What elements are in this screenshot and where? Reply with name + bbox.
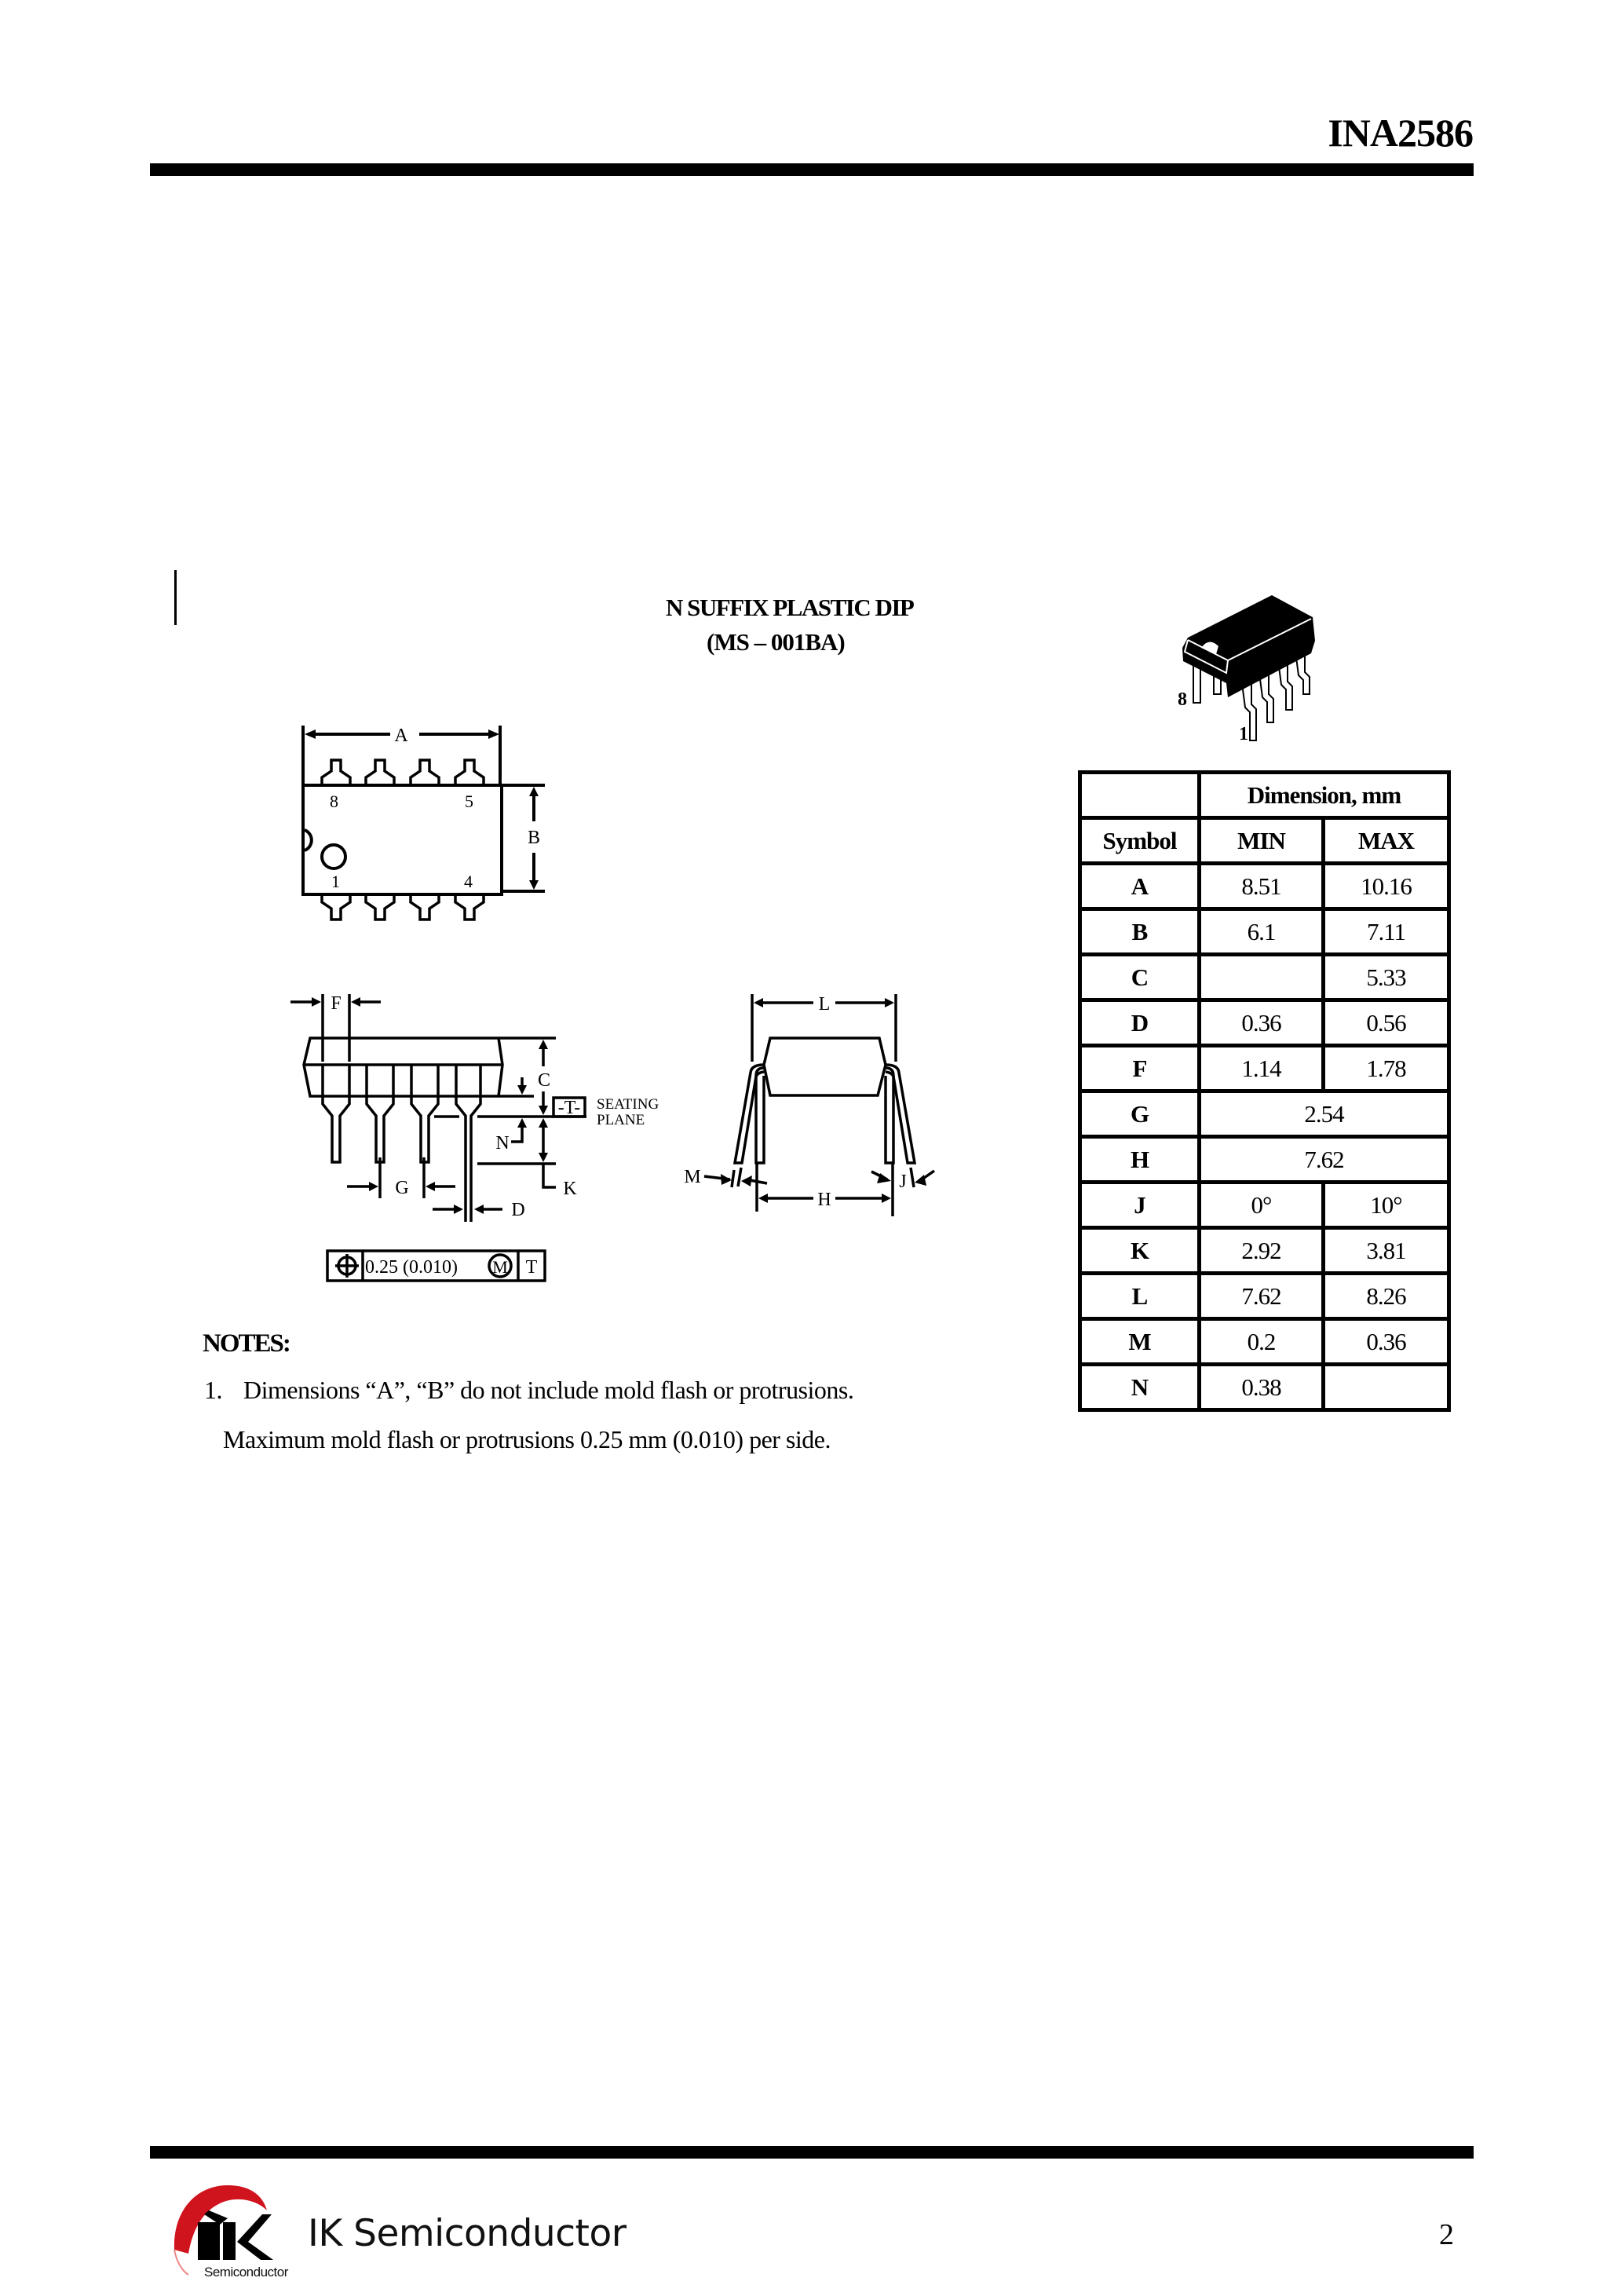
max-cell: 7.11 [1321,907,1451,956]
table-row: M 0.2 0.36 [1078,1317,1451,1366]
dim-h-label: H [817,1190,831,1210]
note-1: 1. Dimensions “A”, “B” do not include mol… [204,1376,854,1405]
package-subtitle: (MS – 001BA) [707,628,846,656]
min-cell: 0.2 [1197,1317,1325,1366]
note-1-line-2: Maximum mold flash or protrusions 0.25 m… [223,1425,831,1453]
min-cell [1197,952,1325,1002]
symbol-cell: C [1078,952,1201,1002]
ik-logo-icon [174,2185,273,2276]
document-title: INA2586 [1328,111,1474,155]
dim-m-label: M [684,1167,700,1187]
symbol-cell: N [1078,1362,1201,1412]
max-cell: 10° [1321,1180,1451,1230]
symbol-cell: L [1078,1271,1201,1321]
seating-label: SEATING [597,1096,659,1113]
max-cell [1321,1362,1451,1412]
span-cell: 7.62 [1197,1135,1451,1184]
pin-4-label: 4 [464,872,473,891]
table-corner-cell [1078,770,1201,820]
package-title: N SUFFIX PLASTIC DIP [666,594,915,621]
change-bar [174,570,177,625]
photo-pin1-label: 1 [1239,724,1248,744]
min-cell: 0° [1197,1180,1325,1230]
side-view-drawing: F C N G K D -T- SEATING PLANE 0.25 (0.01… [290,993,659,1282]
max-cell: 10.16 [1321,861,1451,911]
symbol-cell: J [1078,1180,1201,1230]
dip-package-illustration: 8 1 [1178,595,1315,744]
symbol-cell: M [1078,1317,1201,1366]
dim-j-label: J [899,1172,906,1192]
notes-heading: NOTES: [203,1329,291,1358]
table-row: H 7.62 [1078,1135,1451,1184]
table-row: B 6.1 7.11 [1078,907,1451,956]
photo-pin8-label: 8 [1178,689,1187,710]
min-cell: 0.38 [1197,1362,1325,1412]
dim-b-label: B [528,828,540,848]
dim-k-label: K [563,1179,577,1199]
table-row: D 0.36 0.56 [1078,998,1451,1047]
note-number: 1. [204,1376,223,1404]
dim-a-label: A [394,726,408,746]
note-1-line-1: Dimensions “A”, “B” do not include mold … [243,1376,854,1404]
table-row: K 2.92 3.81 [1078,1226,1451,1275]
header-symbol: Symbol [1078,816,1201,865]
header-min: MIN [1197,816,1325,865]
tolerance-modifier: M [492,1257,508,1277]
symbol-cell: G [1078,1089,1201,1139]
min-cell: 1.14 [1197,1044,1325,1093]
table-row: L 7.62 8.26 [1078,1271,1451,1321]
pin-5-label: 5 [465,792,473,811]
dim-l-label: L [819,994,831,1015]
top-view-drawing: A B 8 5 1 4 [301,726,545,921]
max-cell: 0.56 [1321,998,1451,1047]
logo-subtext: Semiconductor [204,2265,288,2280]
symbol-cell: B [1078,907,1201,956]
dim-n-label: N [495,1133,509,1153]
min-cell: 7.62 [1197,1271,1325,1321]
min-cell: 8.51 [1197,861,1325,911]
max-cell: 8.26 [1321,1271,1451,1321]
tolerance-value: 0.25 (0.010) [365,1257,458,1278]
min-cell: 2.92 [1197,1226,1325,1275]
table-group-header-row: Dimension, mm [1078,770,1451,820]
max-cell: 3.81 [1321,1226,1451,1275]
span-cell: 2.54 [1197,1089,1451,1139]
table-row: F 1.14 1.78 [1078,1044,1451,1093]
max-cell: 5.33 [1321,952,1451,1002]
pin-8-label: 8 [330,792,338,811]
dim-d-label: D [511,1200,524,1220]
table-row: N 0.38 [1078,1362,1451,1412]
max-cell: 0.36 [1321,1317,1451,1366]
max-cell: 1.78 [1321,1044,1451,1093]
page-number: 2 [1439,2218,1454,2251]
header-max: MAX [1321,816,1451,865]
tolerance-datum: T [526,1257,538,1278]
symbol-cell: H [1078,1135,1201,1184]
pin-1-label: 1 [331,872,340,891]
end-view-drawing: L M H J [684,994,936,1216]
plane-label: PLANE [597,1112,645,1128]
symbol-cell: F [1078,1044,1201,1093]
symbol-cell: K [1078,1226,1201,1275]
table-row: C 5.33 [1078,952,1451,1002]
header-rule [150,163,1474,176]
table-header-row: Symbol MIN MAX [1078,816,1451,865]
table-row: G 2.54 [1078,1089,1451,1139]
min-cell: 0.36 [1197,998,1325,1047]
table-row: A 8.51 10.16 [1078,861,1451,911]
group-header: Dimension, mm [1197,770,1451,820]
dim-c-label: C [538,1070,550,1091]
min-cell: 6.1 [1197,907,1325,956]
dimension-table: Dimension, mm Symbol MIN MAX A 8.51 10.1… [1078,770,1451,1412]
dim-g-label: G [395,1178,408,1198]
datum-t-label: -T- [558,1098,580,1118]
symbol-cell: D [1078,998,1201,1047]
symbol-cell: A [1078,861,1201,911]
dim-f-label: F [331,993,341,1014]
company-name: IK Semiconductor [308,2212,627,2255]
footer-rule [150,2146,1474,2159]
table-row: J 0° 10° [1078,1180,1451,1230]
